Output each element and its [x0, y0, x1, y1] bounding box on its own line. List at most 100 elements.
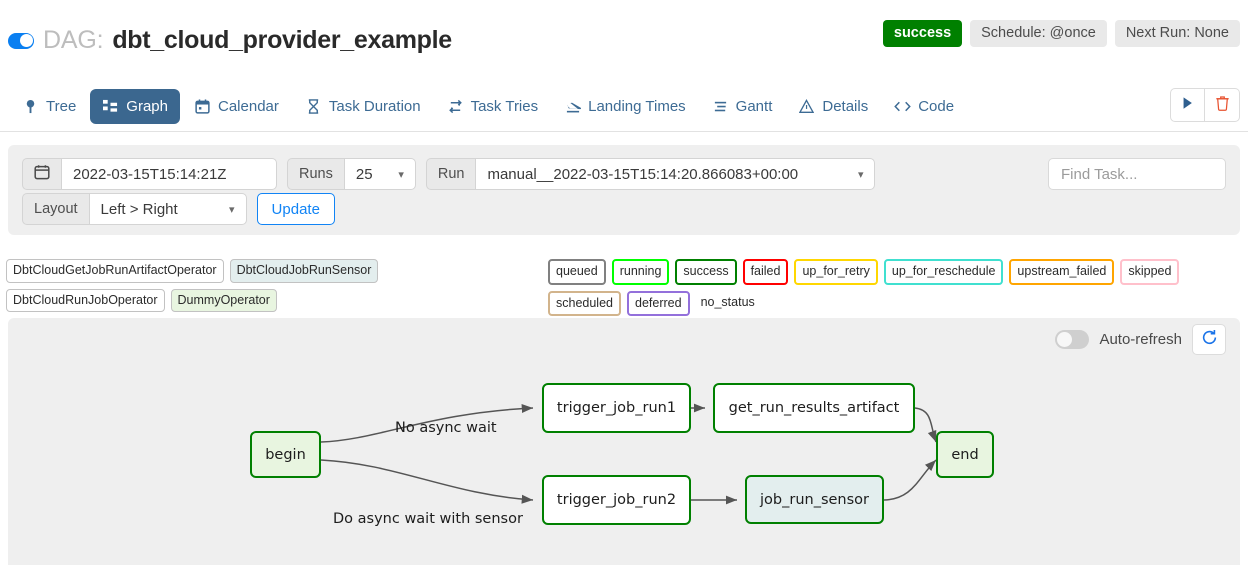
- edge-label-do-async-wait: Do async wait with sensor: [333, 511, 523, 527]
- operator-legend-chip[interactable]: DbtCloudRunJobOperator: [6, 288, 165, 312]
- graph-node-end[interactable]: end: [936, 431, 994, 478]
- dag-name: dbt_cloud_provider_example: [112, 26, 452, 54]
- tab-label: Calendar: [218, 97, 279, 115]
- layout-group: Layout Left > Right ▾: [22, 193, 247, 225]
- state-legend-chip[interactable]: no_status: [700, 294, 755, 309]
- state-legend-chip[interactable]: success: [675, 259, 737, 285]
- edge-label-no-async-wait: No async wait: [395, 420, 497, 436]
- tab-tree[interactable]: Tree: [10, 89, 88, 124]
- tab-label: Tree: [46, 97, 77, 115]
- plane-landing-icon: [564, 98, 581, 115]
- run-group: Run manual__2022-03-15T15:14:20.866083+0…: [425, 158, 876, 190]
- find-task-input[interactable]: Find Task...: [1048, 158, 1226, 190]
- hourglass-icon: [305, 98, 322, 115]
- graph-node-job-run-sensor[interactable]: job_run_sensor: [745, 475, 884, 524]
- dag-header: DAG: dbt_cloud_provider_example success …: [0, 0, 1248, 72]
- num-runs-select[interactable]: 25 ▾: [343, 158, 416, 190]
- layout-select[interactable]: Left > Right ▾: [88, 193, 247, 225]
- tab-label: Landing Times: [588, 97, 686, 115]
- chevron-down-icon: ▾: [398, 168, 404, 181]
- dag-run-value: manual__2022-03-15T15:14:20.866083+00:00: [487, 165, 799, 183]
- filter-panel: 2022-03-15T15:14:21Z Runs 25 ▾ Run manua…: [8, 145, 1240, 235]
- calendar-icon: [194, 98, 211, 115]
- tree-icon: [22, 98, 39, 115]
- status-badge: success: [882, 20, 963, 47]
- schedule-badge[interactable]: Schedule: @once: [970, 20, 1107, 47]
- tab-label: Graph: [126, 97, 168, 115]
- state-legend-chip[interactable]: scheduled: [548, 290, 621, 316]
- view-tabbar: Tree Graph Calendar Task Duration Task T…: [0, 80, 1248, 132]
- runs-group: Runs 25 ▾: [287, 158, 416, 190]
- tab-label: Code: [918, 97, 955, 115]
- graph-edges: [320, 403, 937, 505]
- dag-title: DAG: dbt_cloud_provider_example: [8, 26, 452, 55]
- operator-legend-chip[interactable]: DbtCloudGetJobRunArtifactOperator: [6, 259, 224, 283]
- gantt-icon: [712, 98, 729, 115]
- operator-legend-chip[interactable]: DummyOperator: [170, 288, 277, 312]
- tab-details[interactable]: Details: [786, 89, 880, 124]
- dag-label: DAG:: [43, 26, 104, 54]
- trigger-dag-button[interactable]: [1170, 88, 1205, 122]
- tab-task-tries[interactable]: Task Tries: [435, 89, 551, 124]
- tab-label: Task Tries: [470, 97, 539, 115]
- graph-icon: [102, 98, 119, 115]
- state-legend-chip[interactable]: upstream_failed: [1009, 259, 1115, 285]
- num-runs-value: 25: [355, 165, 373, 183]
- tab-graph[interactable]: Graph: [90, 88, 180, 124]
- tab-landing-times[interactable]: Landing Times: [552, 89, 698, 124]
- trash-icon: [1215, 95, 1230, 116]
- dag-action-buttons: [1170, 88, 1240, 122]
- graph-node-trigger-job-run2[interactable]: trigger_job_run2: [542, 475, 691, 525]
- chevron-down-icon: ▾: [229, 203, 235, 216]
- delete-dag-button[interactable]: [1205, 88, 1240, 122]
- tab-task-duration[interactable]: Task Duration: [293, 89, 433, 124]
- node-label: trigger_job_run2: [542, 475, 691, 525]
- info-triangle-icon: [798, 98, 815, 115]
- auto-refresh-controls: Auto-refresh: [1055, 324, 1226, 355]
- refresh-button[interactable]: [1192, 324, 1226, 355]
- dag-pause-toggle[interactable]: [8, 32, 34, 49]
- auto-refresh-label: Auto-refresh: [1099, 331, 1182, 348]
- node-label: get_run_results_artifact: [713, 383, 915, 433]
- retry-icon: [447, 98, 464, 115]
- graph-canvas[interactable]: Auto-refresh begin trigger_job_run1: [8, 318, 1240, 565]
- code-icon: [894, 98, 911, 115]
- graph-node-get-run-results-artifact[interactable]: get_run_results_artifact: [713, 383, 915, 433]
- calendar-icon-button[interactable]: [22, 158, 61, 190]
- base-date-input[interactable]: 2022-03-15T15:14:21Z: [61, 158, 277, 190]
- state-legend-chip[interactable]: up_for_retry: [794, 259, 878, 285]
- layout-value: Left > Right: [100, 200, 178, 218]
- tab-calendar[interactable]: Calendar: [182, 89, 291, 124]
- layout-label: Layout: [22, 193, 89, 225]
- runs-label: Runs: [287, 158, 344, 190]
- next-run-badge[interactable]: Next Run: None: [1114, 20, 1240, 47]
- operator-legend-chip[interactable]: DbtCloudJobRunSensor: [229, 259, 379, 283]
- base-date-group: 2022-03-15T15:14:21Z: [22, 158, 277, 190]
- chevron-down-icon: ▾: [857, 168, 864, 181]
- tab-label: Task Duration: [328, 97, 421, 115]
- state-legend-chip[interactable]: skipped: [1120, 259, 1180, 285]
- tab-code[interactable]: Code: [882, 89, 966, 124]
- dag-run-select[interactable]: manual__2022-03-15T15:14:20.866083+00:00…: [475, 158, 876, 190]
- state-legend-chip[interactable]: failed: [742, 259, 789, 285]
- state-legend-chip[interactable]: running: [611, 259, 670, 285]
- refresh-icon: [1201, 329, 1218, 351]
- dag-status-badges: success Schedule: @once Next Run: None: [882, 20, 1240, 47]
- tab-label: Gantt: [735, 97, 773, 115]
- tab-label: Details: [822, 97, 869, 115]
- state-legend-chip[interactable]: up_for_reschedule: [883, 259, 1004, 285]
- tab-gantt[interactable]: Gantt: [700, 89, 785, 124]
- node-label: end: [936, 431, 994, 478]
- graph-node-begin[interactable]: begin: [250, 431, 321, 478]
- node-label: begin: [250, 431, 321, 478]
- calendar-icon: [34, 164, 50, 184]
- state-legend-chip[interactable]: queued: [548, 259, 606, 285]
- run-label: Run: [425, 158, 476, 190]
- auto-refresh-toggle[interactable]: [1055, 330, 1090, 349]
- state-legend-chip[interactable]: deferred: [627, 290, 690, 316]
- update-button[interactable]: Update: [256, 193, 335, 225]
- graph-node-trigger-job-run1[interactable]: trigger_job_run1: [542, 383, 691, 433]
